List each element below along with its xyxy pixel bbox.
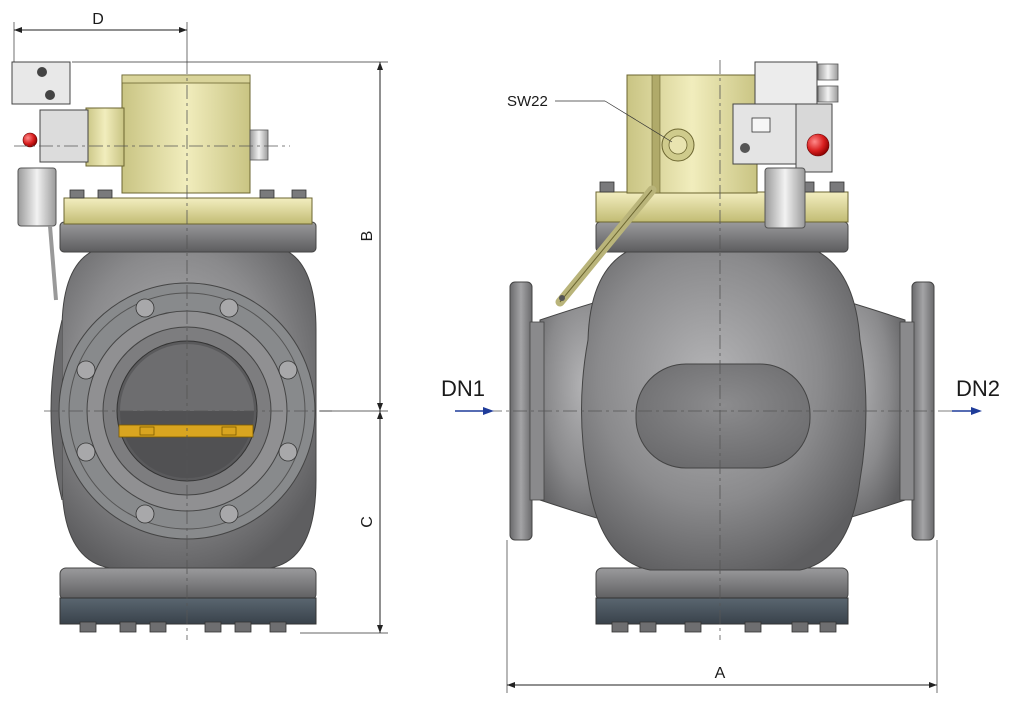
dimension-lines bbox=[13, 22, 938, 693]
dim-label-a: A bbox=[715, 665, 726, 682]
dim-label-b: B bbox=[359, 231, 376, 242]
left-view bbox=[11, 61, 317, 633]
sw22-label: SW22 bbox=[507, 93, 548, 110]
center-lines bbox=[14, 60, 960, 640]
right-view bbox=[509, 61, 935, 633]
flow-arrows bbox=[455, 407, 982, 415]
dim-label-d: D bbox=[92, 11, 104, 28]
inlet-label-dn1: DN1 bbox=[441, 376, 485, 401]
outlet-label-dn2: DN2 bbox=[956, 376, 1000, 401]
dim-label-c: C bbox=[359, 516, 376, 528]
